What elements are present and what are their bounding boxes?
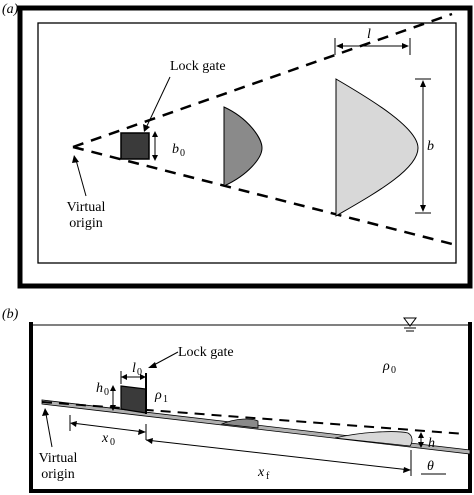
- tank-walls: [29, 322, 472, 493]
- lock-gate-label-a: Lock gate: [170, 59, 226, 74]
- l-arrowhead-right: [402, 43, 409, 49]
- l0-arrowhead-left: [121, 374, 127, 380]
- x0-subscript: 0: [110, 437, 115, 448]
- rho1-subscript: 1: [163, 394, 168, 405]
- l0-arrowhead-right: [140, 374, 146, 380]
- virtual-origin-pointer-a-head: [72, 155, 79, 163]
- virtual-origin-label-b-line1: Virtual: [39, 451, 78, 466]
- h0-arrowhead-top: [110, 385, 116, 391]
- lower-spreading-line: [72, 145, 453, 246]
- surface-marker-icon: [403, 317, 417, 327]
- mid-current-b: [220, 418, 259, 429]
- mid-current-shape: [223, 106, 263, 187]
- panel-a: (a) b 0 Lock gate l: [2, 2, 473, 289]
- front-current-b: [334, 431, 413, 447]
- virtual-origin-pointer-a: [75, 159, 87, 197]
- xf-subscript: f: [266, 471, 270, 482]
- x0-label: x: [101, 431, 109, 446]
- upper-spreading-line: [72, 12, 453, 149]
- h-label: h: [428, 436, 435, 451]
- b0-arrowhead-top: [152, 131, 158, 137]
- b-label: b: [427, 139, 434, 154]
- b0-label: b: [172, 142, 179, 157]
- rho1-label: ρ: [154, 388, 162, 403]
- lock-gate-pointer-b-head: [148, 362, 157, 368]
- panel-a-tag: (a): [2, 2, 19, 17]
- b0-subscript: 0: [180, 148, 185, 159]
- b0-arrowhead-bottom: [152, 155, 158, 161]
- x0-arrowhead-left: [70, 421, 77, 427]
- xf-arrow-line: [145, 439, 411, 471]
- l-arrowhead-left: [336, 43, 343, 49]
- b-arrowhead-top: [420, 80, 426, 87]
- h-arrowhead-top: [418, 432, 424, 438]
- virtual-origin-pointer-b: [45, 413, 53, 448]
- xf-arrowhead-right: [403, 467, 411, 473]
- xf-arrowhead-left: [146, 438, 153, 444]
- theta-label: θ: [427, 459, 434, 474]
- xf-label: x: [257, 465, 265, 480]
- lock-gate-pointer-a: [145, 76, 171, 129]
- lock-gate-pointer-b: [151, 351, 179, 367]
- b-arrowhead-bottom: [420, 205, 426, 212]
- virtual-origin-pointer-b-head: [42, 408, 49, 416]
- lock-gate-block: [120, 132, 150, 160]
- rho0-subscript: 0: [391, 365, 396, 376]
- rho0-label: ρ: [382, 359, 390, 374]
- panel-b: (b) l 0 h 0 ρ 1 ρ 0: [2, 307, 472, 493]
- virtual-origin-label-a-line1: Virtual: [67, 200, 106, 215]
- h-arrowhead-bottom: [418, 442, 424, 448]
- l0-subscript: 0: [137, 367, 142, 378]
- front-current-shape: [335, 78, 419, 217]
- virtual-origin-label-a-line2: origin: [69, 216, 102, 231]
- l-label: l: [367, 27, 371, 42]
- x0-arrowhead-right: [138, 429, 146, 435]
- panel-a-inner-frame: [37, 22, 457, 264]
- l0-label: l: [132, 361, 136, 376]
- x0-arrow-line: [71, 422, 145, 433]
- virtual-origin-label-b-line2: origin: [41, 467, 74, 482]
- lock-gate-label-b: Lock gate: [178, 345, 234, 360]
- dashed-current-top-line: [41, 401, 466, 435]
- h0-subscript: 0: [104, 387, 109, 398]
- panel-b-tag: (b): [2, 307, 19, 322]
- lock-gate-pointer-a-head: [143, 124, 150, 132]
- lock-gate-block-b: [120, 385, 147, 414]
- h0-label: h: [96, 381, 103, 396]
- panel-a-outer-frame: [17, 5, 473, 289]
- h0-arrowhead-bottom: [110, 405, 116, 411]
